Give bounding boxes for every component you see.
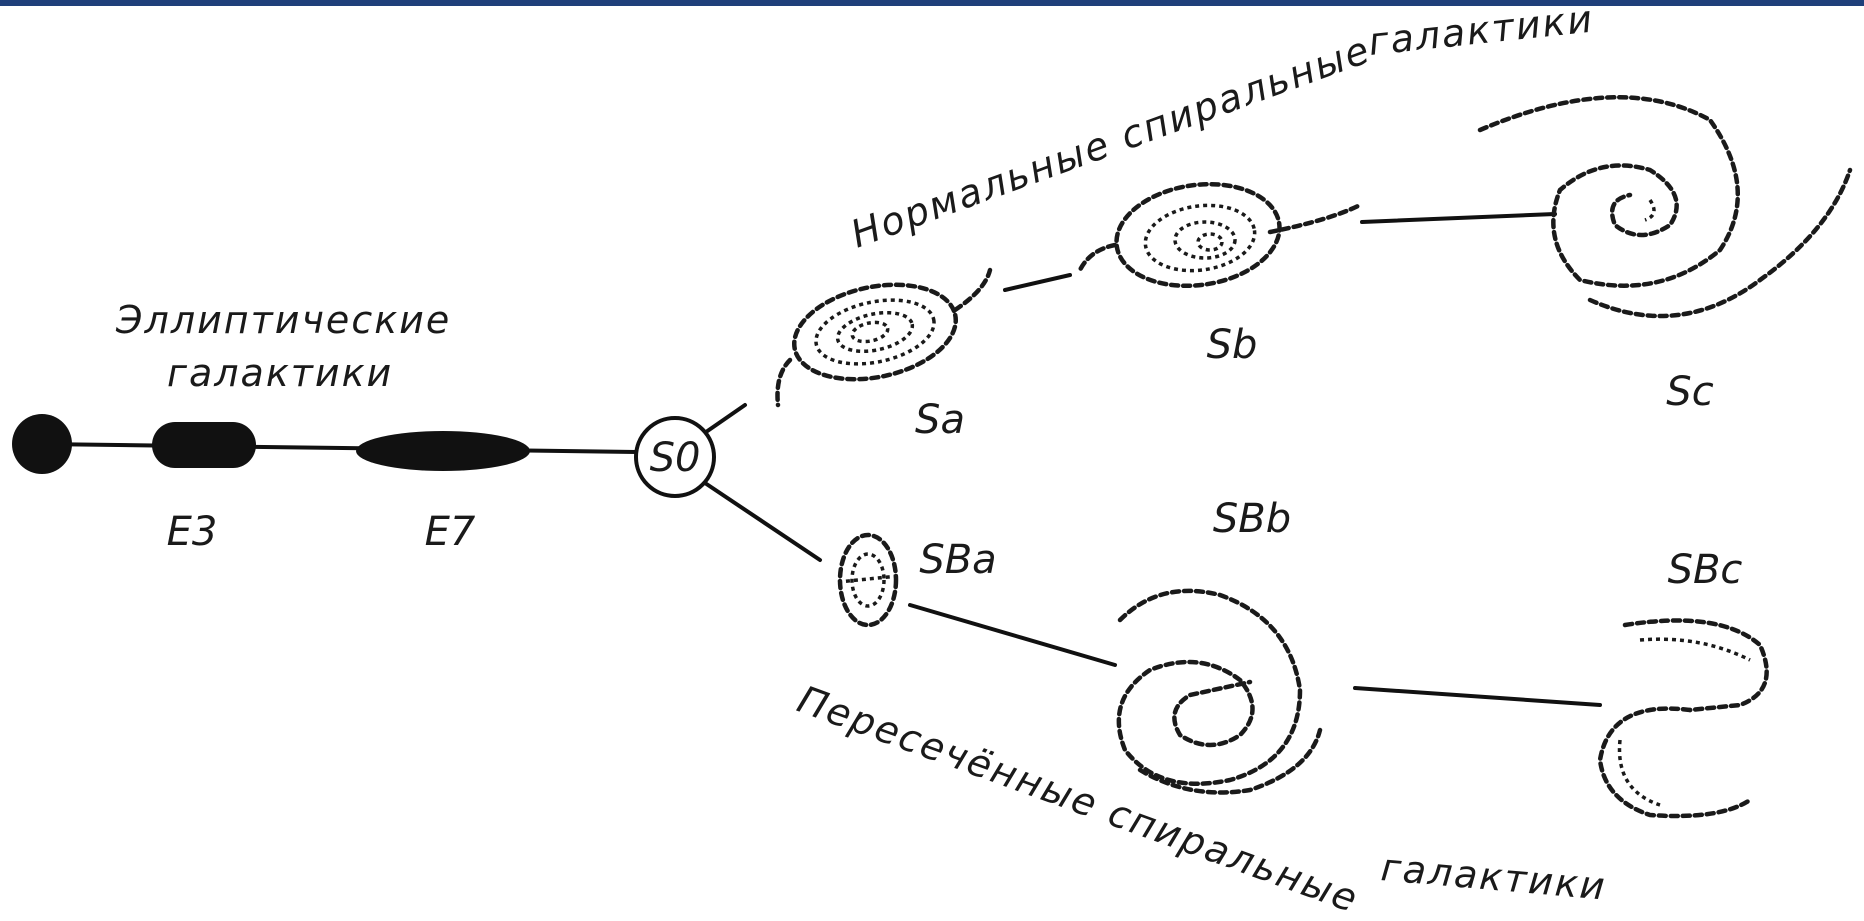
- s0-label: S0: [650, 435, 701, 481]
- sbb-label: SBb: [1213, 496, 1291, 542]
- elliptical-label-line1: Эллиптические: [115, 298, 451, 342]
- normal-spirals-label-part2: галактики: [1366, 0, 1596, 64]
- sbb-sbc-connector: [1353, 686, 1602, 707]
- sba-label: SBa: [919, 537, 996, 583]
- sc-label: Sc: [1666, 369, 1713, 415]
- barred-spirals-label-part1: Пересечённые спиральные: [792, 677, 1365, 921]
- e3-galaxy-shape: [152, 422, 256, 468]
- sa-sb-connector: [1003, 273, 1072, 292]
- sc-galaxy-shape: [1477, 95, 1853, 319]
- sa-label: Sa: [915, 397, 965, 443]
- sb-label: Sb: [1207, 322, 1258, 368]
- elliptical-label-line2: галактики: [167, 351, 393, 395]
- sbc-label: SBc: [1668, 547, 1743, 593]
- sbc-galaxy-shape: [1597, 618, 1769, 819]
- sa-galaxy-shape: [775, 267, 993, 408]
- normal-branch-connector: [704, 403, 747, 434]
- normal-spirals-label-part1: Нормальные спиральные: [845, 27, 1377, 256]
- sb-sc-connector: [1360, 212, 1557, 224]
- top-border-bar: [0, 0, 1864, 6]
- sb-galaxy-shape: [1077, 181, 1363, 289]
- elliptical-sequence-line: [38, 442, 642, 454]
- e0-galaxy-shape: [12, 414, 72, 474]
- sba-galaxy-shape: [837, 532, 899, 628]
- barred-branch-connector: [703, 481, 822, 562]
- e3-label: E3: [167, 509, 218, 555]
- barred-spirals-label-part2: галактики: [1379, 845, 1608, 909]
- sbb-galaxy-shape: [1116, 588, 1323, 795]
- e7-galaxy-shape: [356, 431, 530, 471]
- s0-node-circle: [634, 416, 716, 498]
- e7-label: E7: [425, 509, 476, 555]
- sba-sbb-connector: [908, 603, 1117, 667]
